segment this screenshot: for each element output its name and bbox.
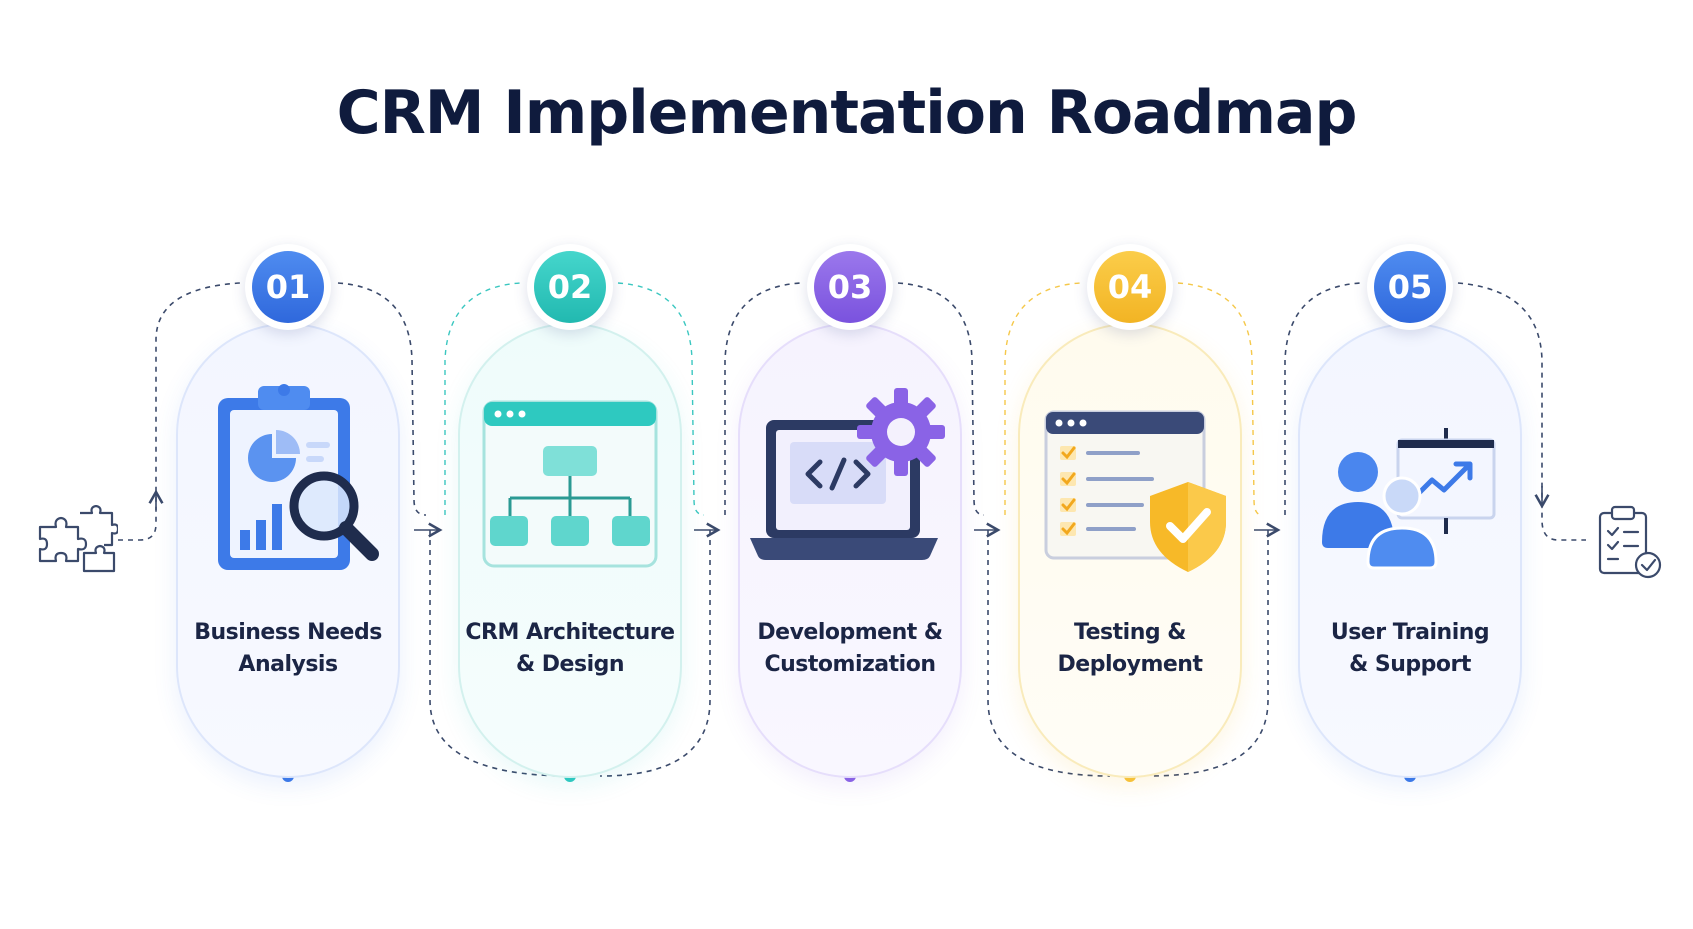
step-5-number: 05 [1374,251,1446,323]
laptop-code-gear-icon [750,388,945,560]
architecture-diagram-icon [482,400,658,568]
step-1-badge: 01 [245,244,331,330]
checklist-shield-icon [1044,410,1226,572]
step-2-label: CRM Architecture & Design [465,620,675,677]
connector-2-bottom [429,530,571,777]
connector-3-top [724,282,801,515]
step-1-number: 01 [252,251,324,323]
connector-1-2-top [337,282,427,516]
step-1-label: Business Needs Analysis [194,620,382,677]
checklist-icon [1598,505,1662,579]
connector-3-top-right [897,282,985,516]
team-presentation-icon [1322,428,1496,570]
clipboard-magnifier-icon [218,384,379,570]
step-2-badge: 02 [527,244,613,330]
connector-2-top [444,282,521,515]
connector-4-bottom-right [1149,530,1269,777]
connector-2-top-right [617,282,705,516]
step-4-number: 04 [1094,251,1166,323]
step-5-label: User Training & Support [1330,620,1490,677]
connector-4-top-right [1177,282,1263,516]
connector-5-end [1457,282,1586,541]
step-3-number: 03 [814,251,886,323]
step-3-badge: 03 [807,244,893,330]
connector-5-top [1284,282,1361,515]
connector-4-bottom-left [987,530,1111,777]
step-4-badge: 04 [1087,244,1173,330]
step-3-label: Development & Customization [757,620,943,677]
step-4-label: Testing & Deployment [1057,620,1203,677]
step-2-number: 02 [534,251,606,323]
connector-4-top [1004,282,1081,515]
puzzle-icon [38,505,118,573]
page-title: CRM Implementation Roadmap [336,78,1358,148]
step-5-badge: 05 [1367,244,1453,330]
connector-2-right-bottom [599,530,711,777]
connector-start [118,282,241,541]
